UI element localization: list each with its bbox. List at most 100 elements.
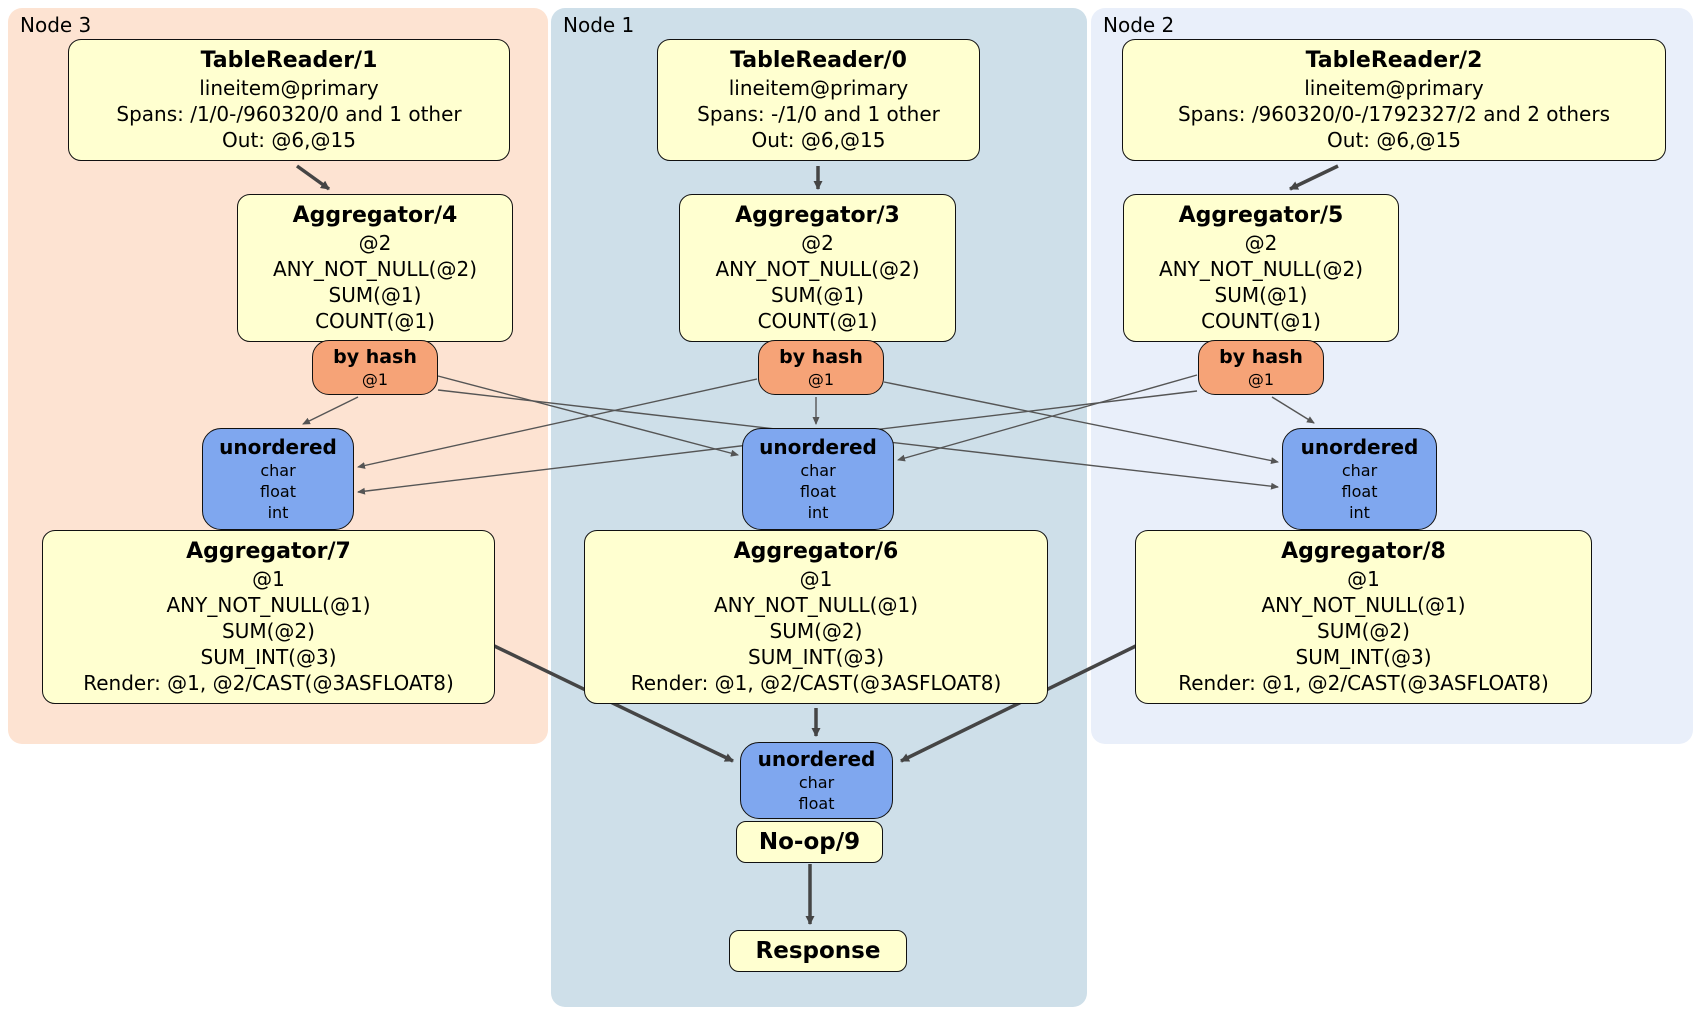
sync-title: unordered	[757, 747, 876, 771]
box-line: ANY_NOT_NULL(@1)	[714, 593, 918, 617]
node1-label: Node 1	[563, 13, 635, 37]
box-title: Aggregator/8	[1281, 539, 1446, 564]
box-line: SUM(@2)	[1317, 619, 1410, 643]
box-line: @1	[1347, 567, 1380, 591]
box-line: char	[260, 461, 296, 480]
box-line: @2	[1244, 231, 1278, 255]
box-line: int	[807, 503, 829, 522]
box-line: float	[798, 794, 835, 813]
sync-lines: char float	[747, 772, 886, 814]
box-title: Aggregator/3	[735, 203, 900, 228]
box-line: Spans: /960320/0-/1792327/2 and 2 others	[1177, 102, 1610, 126]
router-lines: @1	[767, 370, 875, 390]
unordered-sync-mid: unordered char float int	[742, 428, 894, 530]
unordered-sync-bottom: unordered char float	[740, 742, 893, 819]
box-line: COUNT(@1)	[315, 309, 435, 333]
box-line: float	[800, 482, 836, 501]
box-line: SUM(@2)	[222, 619, 315, 643]
box-line: COUNT(@1)	[1201, 309, 1321, 333]
box-line: @1	[807, 370, 835, 389]
node2-label: Node 2	[1103, 13, 1175, 37]
box-line: @1	[361, 370, 389, 389]
box-line: char	[798, 773, 835, 792]
box-line: ANY_NOT_NULL(@2)	[1159, 257, 1363, 281]
box-line: int	[267, 503, 289, 522]
box-line: @1	[1247, 370, 1275, 389]
box-line: Render: @1, @2/CAST(@3ASFLOAT8)	[630, 671, 1002, 695]
hash-router-mid: by hash @1	[758, 340, 884, 395]
box-line: SUM(@1)	[771, 283, 864, 307]
box-title: Aggregator/6	[733, 539, 899, 564]
box-line: char	[1341, 461, 1378, 480]
router-title: by hash	[333, 346, 417, 368]
sync-title: unordered	[1300, 435, 1419, 459]
edge-routerM-syncL	[357, 378, 758, 469]
edge-routerR-syncR	[1271, 396, 1315, 424]
box-line: @1	[252, 567, 285, 591]
box-line: float	[1341, 482, 1378, 501]
unordered-sync-left: unordered char float int	[202, 428, 354, 530]
box-line: SUM_INT(@3)	[1295, 645, 1432, 669]
box-line: SUM_INT(@3)	[748, 645, 884, 669]
router-title: by hash	[1219, 346, 1303, 368]
box-line: Render: @1, @2/CAST(@3ASFLOAT8)	[1178, 671, 1549, 695]
router-lines: @1	[321, 370, 429, 390]
box-title: Aggregator/5	[1178, 203, 1344, 228]
hash-router-right: by hash @1	[1198, 340, 1324, 395]
box-title: No-op/9	[758, 829, 861, 855]
box-line: SUM(@1)	[1214, 283, 1308, 307]
box-title: TableReader/1	[200, 48, 378, 73]
unordered-sync-right: unordered char float int	[1282, 428, 1437, 530]
sync-lines: char float int	[209, 460, 347, 523]
edge-routerL-syncM	[437, 375, 739, 457]
edge-routerM-syncR	[883, 381, 1279, 465]
box-line: int	[1349, 503, 1370, 522]
box-line: SUM(@2)	[769, 619, 863, 643]
box-title: Response	[755, 938, 881, 964]
box-line: Out: @6,@15	[222, 128, 356, 152]
box-line: SUM(@1)	[328, 283, 422, 307]
edge-routerL-syncL	[302, 396, 359, 425]
box-title: Aggregator/7	[186, 539, 351, 564]
box-line: lineitem@primary	[199, 76, 379, 100]
box-line: @2	[801, 231, 834, 255]
box-line: float	[260, 482, 296, 501]
box-line: char	[800, 461, 836, 480]
box-line: @2	[358, 231, 392, 255]
sync-title: unordered	[219, 435, 337, 459]
sync-lines: char float int	[749, 460, 887, 523]
box-line: ANY_NOT_NULL(@2)	[273, 257, 477, 281]
router-title: by hash	[779, 346, 863, 368]
box-line: lineitem@primary	[1304, 76, 1484, 100]
sync-lines: char float int	[1289, 460, 1430, 523]
edge-tr1-agg4	[295, 164, 331, 191]
box-line: ANY_NOT_NULL(@1)	[1261, 593, 1466, 617]
box-line: Spans: -/1/0 and 1 other	[697, 102, 940, 126]
box-line: Out: @6,@15	[1327, 128, 1461, 152]
box-title: TableReader/2	[1305, 48, 1483, 73]
box-line: ANY_NOT_NULL(@2)	[715, 257, 920, 281]
router-lines: @1	[1207, 370, 1315, 390]
sync-title: unordered	[759, 435, 877, 459]
noop-box: No-op/9	[736, 821, 883, 863]
box-line: Out: @6,@15	[751, 128, 886, 152]
hash-router-left: by hash @1	[312, 340, 438, 395]
edge-routerR-syncM	[897, 374, 1198, 462]
box-title: TableReader/0	[730, 48, 907, 73]
